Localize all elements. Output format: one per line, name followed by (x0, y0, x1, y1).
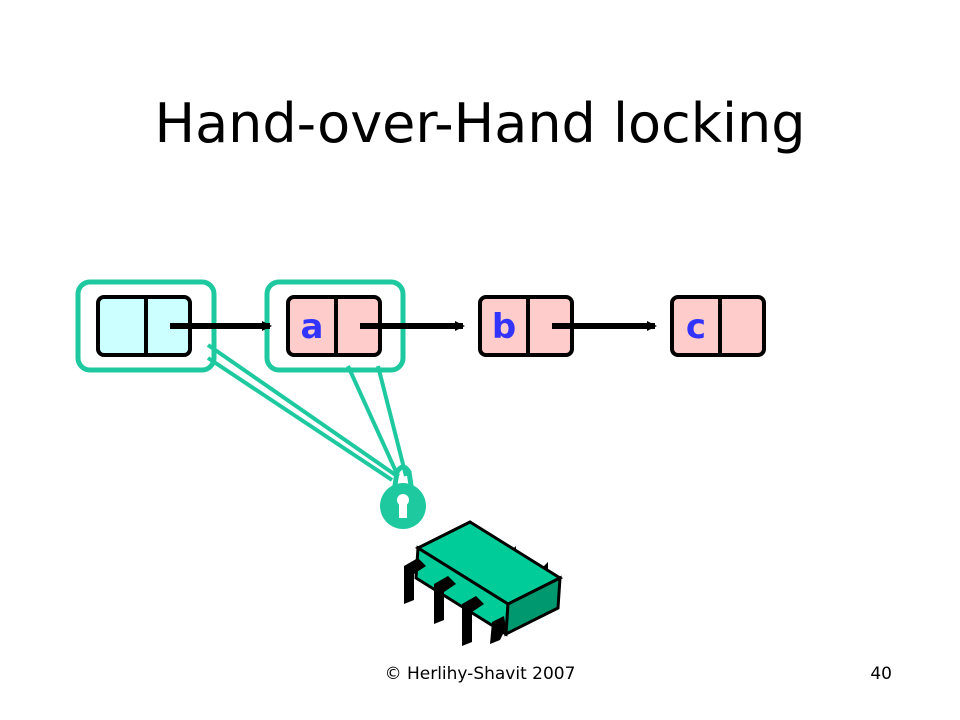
lock-link-line (376, 365, 408, 477)
node-label: a (301, 307, 324, 347)
node-label: b (492, 307, 516, 347)
lock-icon (380, 464, 426, 529)
footer-copyright: © Herlihy-Shavit 2007 (384, 664, 576, 684)
slide-title: Hand-over-Hand locking (154, 92, 806, 155)
list-node-a: a (286, 295, 382, 357)
slide-number: 40 (870, 664, 892, 684)
lock-link-line (206, 343, 399, 478)
node-label: c (686, 307, 706, 347)
lock-link-line (346, 365, 400, 477)
lock-link-line (206, 356, 394, 482)
list-node-c: c (670, 295, 766, 357)
processor-chip-icon (404, 520, 564, 646)
